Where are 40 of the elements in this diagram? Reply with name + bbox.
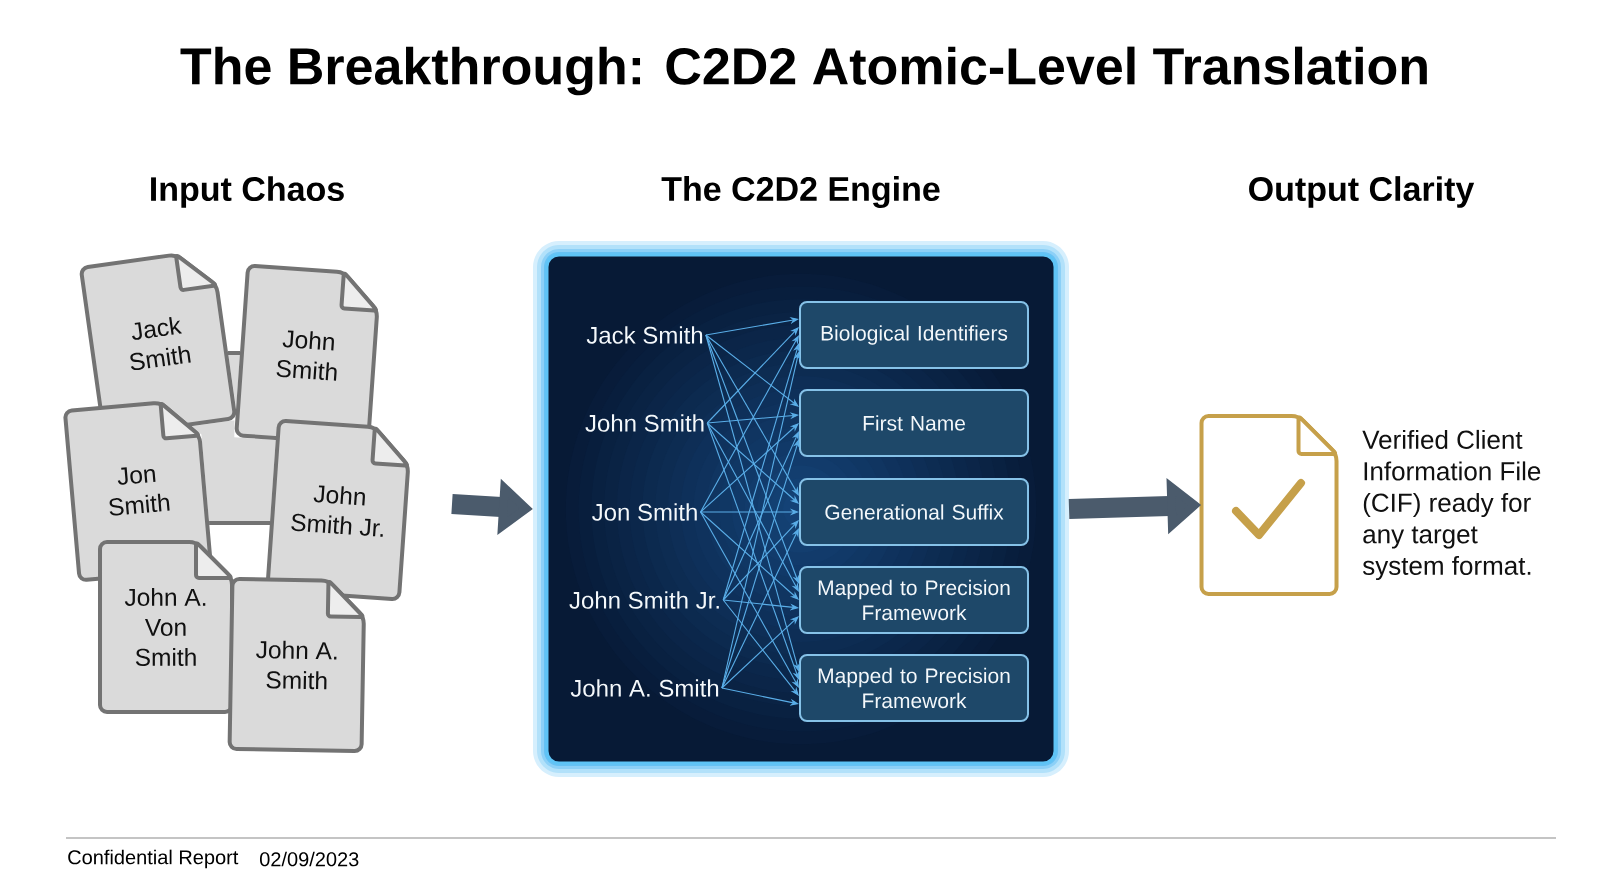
arrow [705,334,800,584]
rounded-box: Biological Identifiers [799,301,1029,369]
arrow [700,511,799,688]
arrow [706,412,799,424]
title: The Breakthrough: C2D2 Atomic-Level Translation [180,46,1427,96]
name-text: Jon Smith [592,503,697,521]
column-heading: Output Clarity [1249,176,1475,208]
name-text: John Smith [585,414,704,432]
name-text: John A. Smith [570,679,719,697]
arrow [705,317,799,336]
arrow [721,687,799,706]
arrow [700,423,799,513]
arrow [722,520,799,601]
rounded-box: First Name [799,389,1029,457]
arrow [721,528,799,689]
arrow [722,343,800,601]
arrow [706,422,799,592]
rounded-box: Generational Suffix [799,478,1029,546]
arrow [705,334,801,672]
footer-text: 02/09/2023 [260,851,359,867]
description-text: Verified Client Information File (CIF) ready for any target system format. [1362,429,1541,581]
rounded-box: Mapped to Precision Framework [799,654,1029,722]
document: John A. Smith [227,577,366,753]
column-heading: The C2D2 Engine [661,176,940,208]
name-text: Jack Smith [586,326,703,344]
arrow [722,431,799,601]
arrow [700,511,799,600]
arrow [721,616,799,689]
document: John A. Von Smith [98,540,234,714]
arrow [705,334,799,407]
document [191,351,276,525]
document: John Smith Jr. [265,419,410,601]
name-text: John Smith Jr. [569,591,719,609]
arrow [706,327,799,424]
arrow [706,422,799,504]
arrow [722,599,799,696]
rounded-box: Mapped to Precision Framework [799,566,1029,634]
arrow [706,422,800,680]
footer-text: Confidential Report [68,849,239,869]
column-heading: Input Chaos [151,176,344,208]
